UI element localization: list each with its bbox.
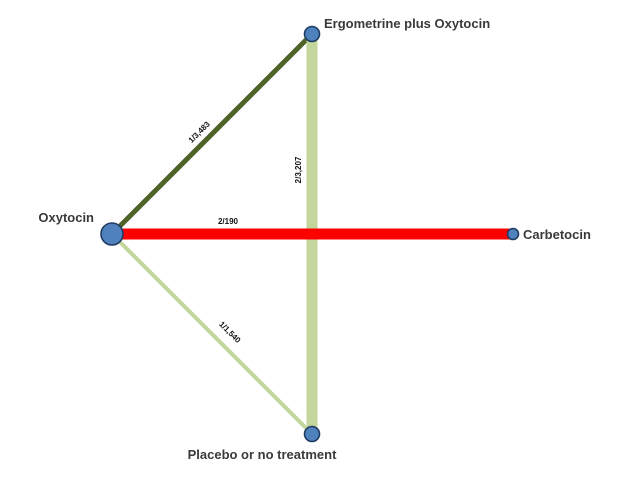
nodes [100,25,520,443]
edges [110,32,513,436]
node-label-oxytocin: Oxytocin [38,210,94,225]
node-placebo[interactable] [303,425,321,443]
edge-oxytocin-ergometrine [110,32,314,236]
node-labels: Oxytocin Ergometrine plus Oxytocin Carbe… [38,16,591,462]
node-carbetocin[interactable] [506,227,520,241]
node-label-placebo: Placebo or no treatment [188,447,337,462]
edge-label-ergometrine-placebo: 2/3,207 [294,156,303,183]
node-label-carbetocin: Carbetocin [523,227,591,242]
node-oxytocin[interactable] [100,222,124,246]
node-ergometrine-plus-oxytocin[interactable] [303,25,321,43]
node-label-ergometrine-plus-oxytocin: Ergometrine plus Oxytocin [324,16,490,31]
edge-label-oxytocin-carbetocin: 2/190 [218,217,239,226]
edge-oxytocin-placebo [110,232,314,436]
